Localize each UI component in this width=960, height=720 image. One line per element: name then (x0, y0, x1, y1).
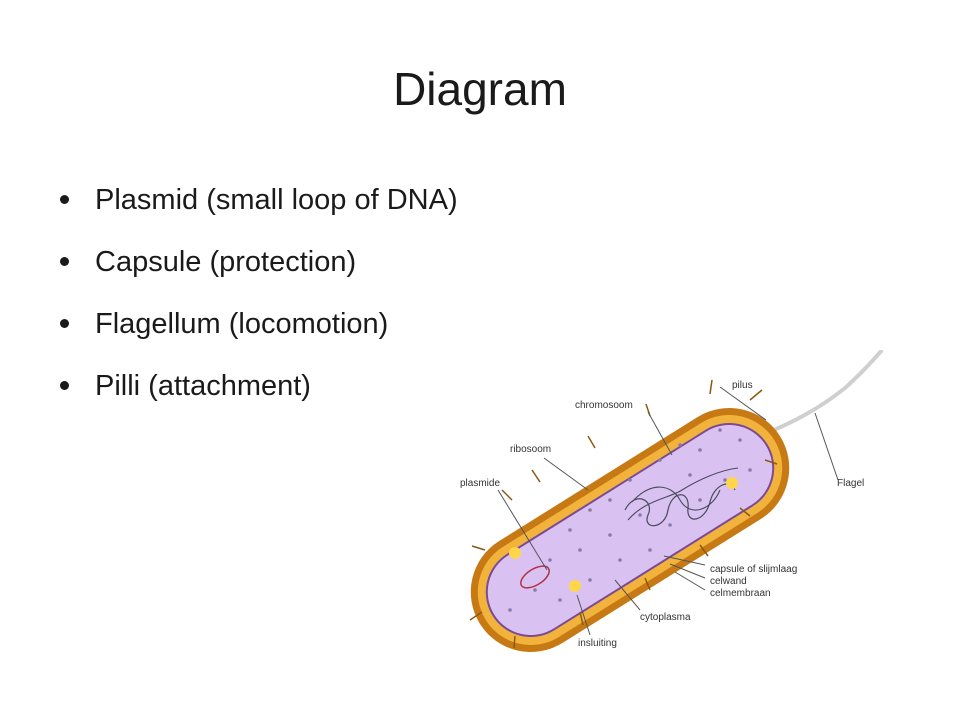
label-pilus: pilus (732, 380, 753, 391)
label-insluiting: insluiting (578, 638, 617, 649)
bullet-dot-icon (60, 195, 69, 204)
leader-lines (497, 386, 839, 636)
bullet-item-flagellum: Flagellum (locomotion) (60, 300, 458, 362)
bacterium-diagram: pilus chromosoom ribosoom plasmide Flage… (460, 350, 884, 653)
bullet-text: Pilli (attachment) (95, 370, 311, 402)
label-celwand: celwand (710, 576, 747, 587)
bacterium-cell (470, 407, 790, 653)
bullet-dot-icon (60, 319, 69, 328)
label-ribosoom: ribosoom (510, 444, 551, 455)
inclusions (509, 477, 738, 592)
cytoplasm (487, 424, 773, 636)
bullet-item-plasmid: Plasmid (small loop of DNA) (60, 176, 458, 238)
bullet-text: Flagellum (locomotion) (95, 308, 389, 340)
flagellum (754, 350, 884, 440)
label-plasmide: plasmide (460, 478, 500, 489)
ribosomes (508, 428, 752, 612)
label-chromosoom: chromosoom (575, 400, 633, 411)
label-cytoplasma: cytoplasma (640, 612, 691, 623)
bullet-list: Plasmid (small loop of DNA) Capsule (pro… (60, 176, 458, 424)
bullet-dot-icon (60, 257, 69, 266)
bullet-text: Plasmid (small loop of DNA) (95, 184, 458, 216)
label-capsule: capsule of slijmlaag (710, 564, 797, 575)
bullet-item-pilli: Pilli (attachment) (60, 362, 458, 424)
bullet-text: Capsule (protection) (95, 246, 357, 278)
pili (469, 379, 778, 649)
label-flagel: Flagel (837, 478, 864, 489)
label-celmembraan: celmembraan (710, 588, 771, 599)
chromosome (624, 483, 736, 527)
bullet-dot-icon (60, 381, 69, 390)
slide-title: Diagram (393, 63, 567, 115)
plasmid (520, 565, 550, 589)
bullet-item-capsule: Capsule (protection) (60, 238, 458, 300)
